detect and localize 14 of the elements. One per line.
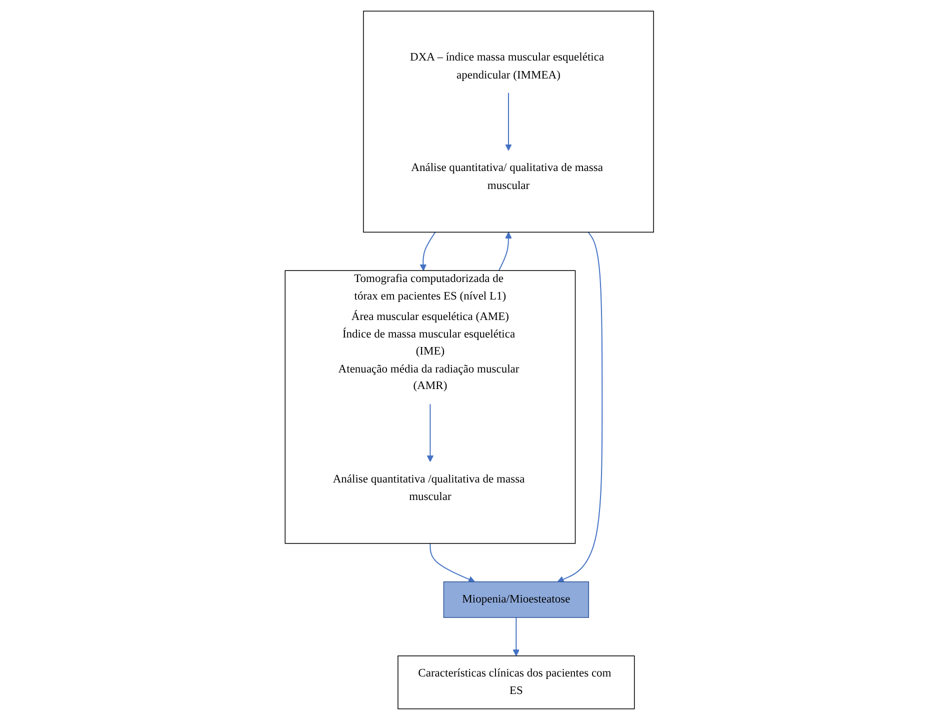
- node-text: Análise quantitativa /qualitativa de massa muscular: [332, 473, 525, 503]
- arrow: [557, 232, 603, 583]
- node-text: DXA – índice massa muscular esquelética apendicular (IMMEA): [410, 51, 604, 81]
- arrow: [512, 617, 520, 656]
- arrow: [505, 92, 512, 151]
- cluster: [363, 10, 654, 233]
- arrow: [420, 232, 436, 271]
- arrow: [498, 232, 512, 272]
- node-text: Análise quantitativa/ qualitativa de massa muscular: [411, 162, 604, 192]
- arrow: [426, 404, 434, 462]
- node-text: Área muscular esquelética (AME) Índice de massa muscular esquelética (IME) Atenuação média da radiação muscular (AMR): [338, 310, 520, 392]
- node-box: Miopenia/Mioesteatose: [443, 581, 590, 618]
- arrow: [430, 542, 476, 583]
- node-box: Características clínicas dos pacientes com ES: [398, 656, 635, 710]
